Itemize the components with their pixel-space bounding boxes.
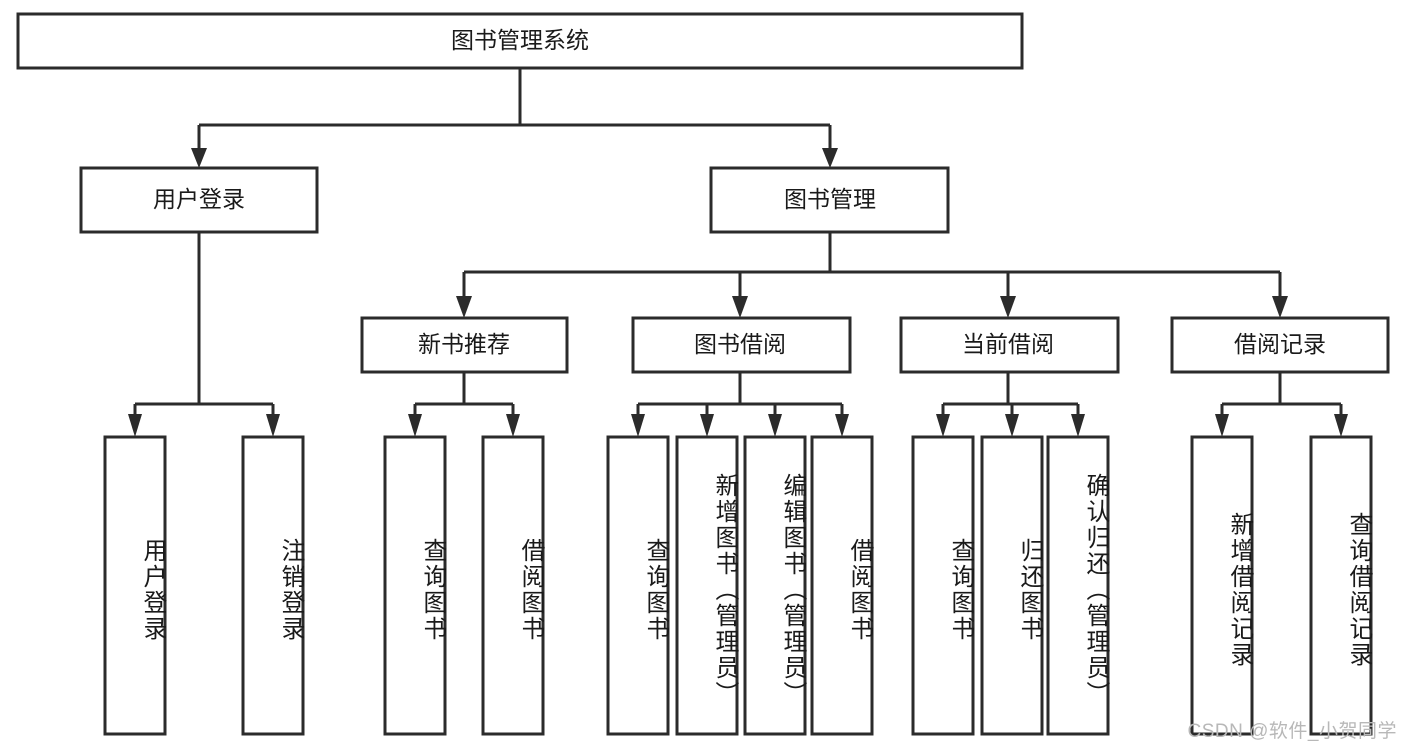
arrowhead-currentborrow-leaf2 (1005, 414, 1019, 437)
leaf-newbook-query-box (383, 435, 447, 736)
arrowhead-userlogin-leaf2 (266, 414, 280, 437)
arrowhead-currentborrow-leaf1 (936, 414, 950, 437)
leaf-borrowrecord-query-box (1309, 435, 1373, 736)
arrowhead-newbook (456, 296, 472, 318)
leaf-borrowrecord-add-box (1190, 435, 1254, 736)
arrowhead-bookborrow-leaf4 (835, 414, 849, 437)
node-current-borrow[interactable]: 当前借阅 (899, 316, 1120, 374)
leaf-currentborrow-confirm-box (1046, 435, 1110, 736)
leaf-currentborrow-return[interactable] (980, 435, 1044, 736)
arrowhead-bookborrow (732, 296, 748, 318)
arrowhead-userlogin-leaf1 (128, 414, 142, 437)
leaf-bookborrow-add-box (675, 435, 739, 736)
arrowhead-book-manage (822, 148, 838, 168)
leaf-bookborrow-borrow-box (810, 435, 874, 736)
node-borrow-record-box (1170, 316, 1390, 374)
leaf-user-login-logout-box (241, 435, 305, 736)
leaf-newbook-borrow-box (481, 435, 545, 736)
leaf-borrowrecord-add[interactable] (1190, 435, 1254, 736)
arrowhead-borrowrecord-leaf2 (1334, 414, 1348, 437)
leaf-currentborrow-return-box (980, 435, 1044, 736)
leaf-user-login-login-box (103, 435, 167, 736)
node-borrow-record[interactable]: 借阅记录 (1170, 316, 1390, 374)
connectors-userlogin-to-leaves (128, 232, 280, 437)
arrowhead-currentborrow-leaf3 (1071, 414, 1085, 437)
node-book-borrow-label: 图书借阅 (694, 331, 786, 357)
watermark-text: CSDN @软件_小贺同学 (1187, 721, 1397, 742)
node-book-manage-label: 图书管理 (784, 186, 876, 212)
node-book-manage[interactable]: 图书管理 (709, 166, 950, 234)
node-current-borrow-label: 当前借阅 (962, 331, 1054, 357)
node-book-borrow[interactable]: 图书借阅 (631, 316, 852, 374)
node-current-borrow-box (899, 316, 1120, 374)
arrowhead-bookborrow-leaf2 (700, 414, 714, 437)
arrowhead-newbook-leaf2 (506, 414, 520, 437)
connectors-bookmanage-to-level3 (456, 232, 1288, 318)
connectors-currentborrow-to-leaves (936, 372, 1085, 437)
arrowhead-currentborrow (1000, 296, 1016, 318)
leaf-user-login-logout[interactable] (241, 435, 305, 736)
connectors-borrowrecord-to-leaves (1215, 372, 1348, 437)
leaf-currentborrow-query[interactable] (911, 435, 975, 736)
arrowhead-borrowrecord-leaf1 (1215, 414, 1229, 437)
leaf-newbook-query[interactable] (383, 435, 447, 736)
connectors-bookborrow-to-leaves (631, 372, 849, 437)
leaf-currentborrow-confirm[interactable] (1046, 435, 1110, 736)
node-root-system-box (16, 12, 1024, 70)
arrowhead-bookborrow-leaf1 (631, 414, 645, 437)
arrowhead-borrowrecord (1272, 296, 1288, 318)
leaf-bookborrow-edit-box (743, 435, 807, 736)
connectors-newbook-to-leaves (408, 372, 520, 437)
leaf-bookborrow-query[interactable] (606, 435, 670, 736)
node-new-book-recommend[interactable]: 新书推荐 (360, 316, 569, 374)
arrowhead-bookborrow-leaf3 (768, 414, 782, 437)
node-user-login-box (79, 166, 319, 234)
node-new-book-recommend-label: 新书推荐 (418, 331, 510, 357)
leaf-currentborrow-query-box (911, 435, 975, 736)
arrowhead-newbook-leaf1 (408, 414, 422, 437)
leaf-bookborrow-edit[interactable] (743, 435, 807, 736)
connectors-root-to-level2 (191, 68, 838, 168)
leaf-bookborrow-add[interactable] (675, 435, 739, 736)
node-borrow-record-label: 借阅记录 (1234, 331, 1326, 357)
node-new-book-recommend-box (360, 316, 569, 374)
arrowhead-user-login (191, 148, 207, 168)
leaf-bookborrow-query-box (606, 435, 670, 736)
node-user-login[interactable]: 用户登录 (79, 166, 319, 234)
leaf-borrowrecord-query[interactable] (1309, 435, 1373, 736)
leaf-bookborrow-borrow[interactable] (810, 435, 874, 736)
leaf-newbook-borrow[interactable] (481, 435, 545, 736)
node-book-manage-box (709, 166, 950, 234)
leaf-user-login-login[interactable] (103, 435, 167, 736)
node-book-borrow-box (631, 316, 852, 374)
node-root-system-label: 图书管理系统 (451, 27, 589, 53)
node-user-login-label: 用户登录 (153, 186, 245, 212)
node-root-system[interactable]: 图书管理系统 (16, 12, 1024, 70)
